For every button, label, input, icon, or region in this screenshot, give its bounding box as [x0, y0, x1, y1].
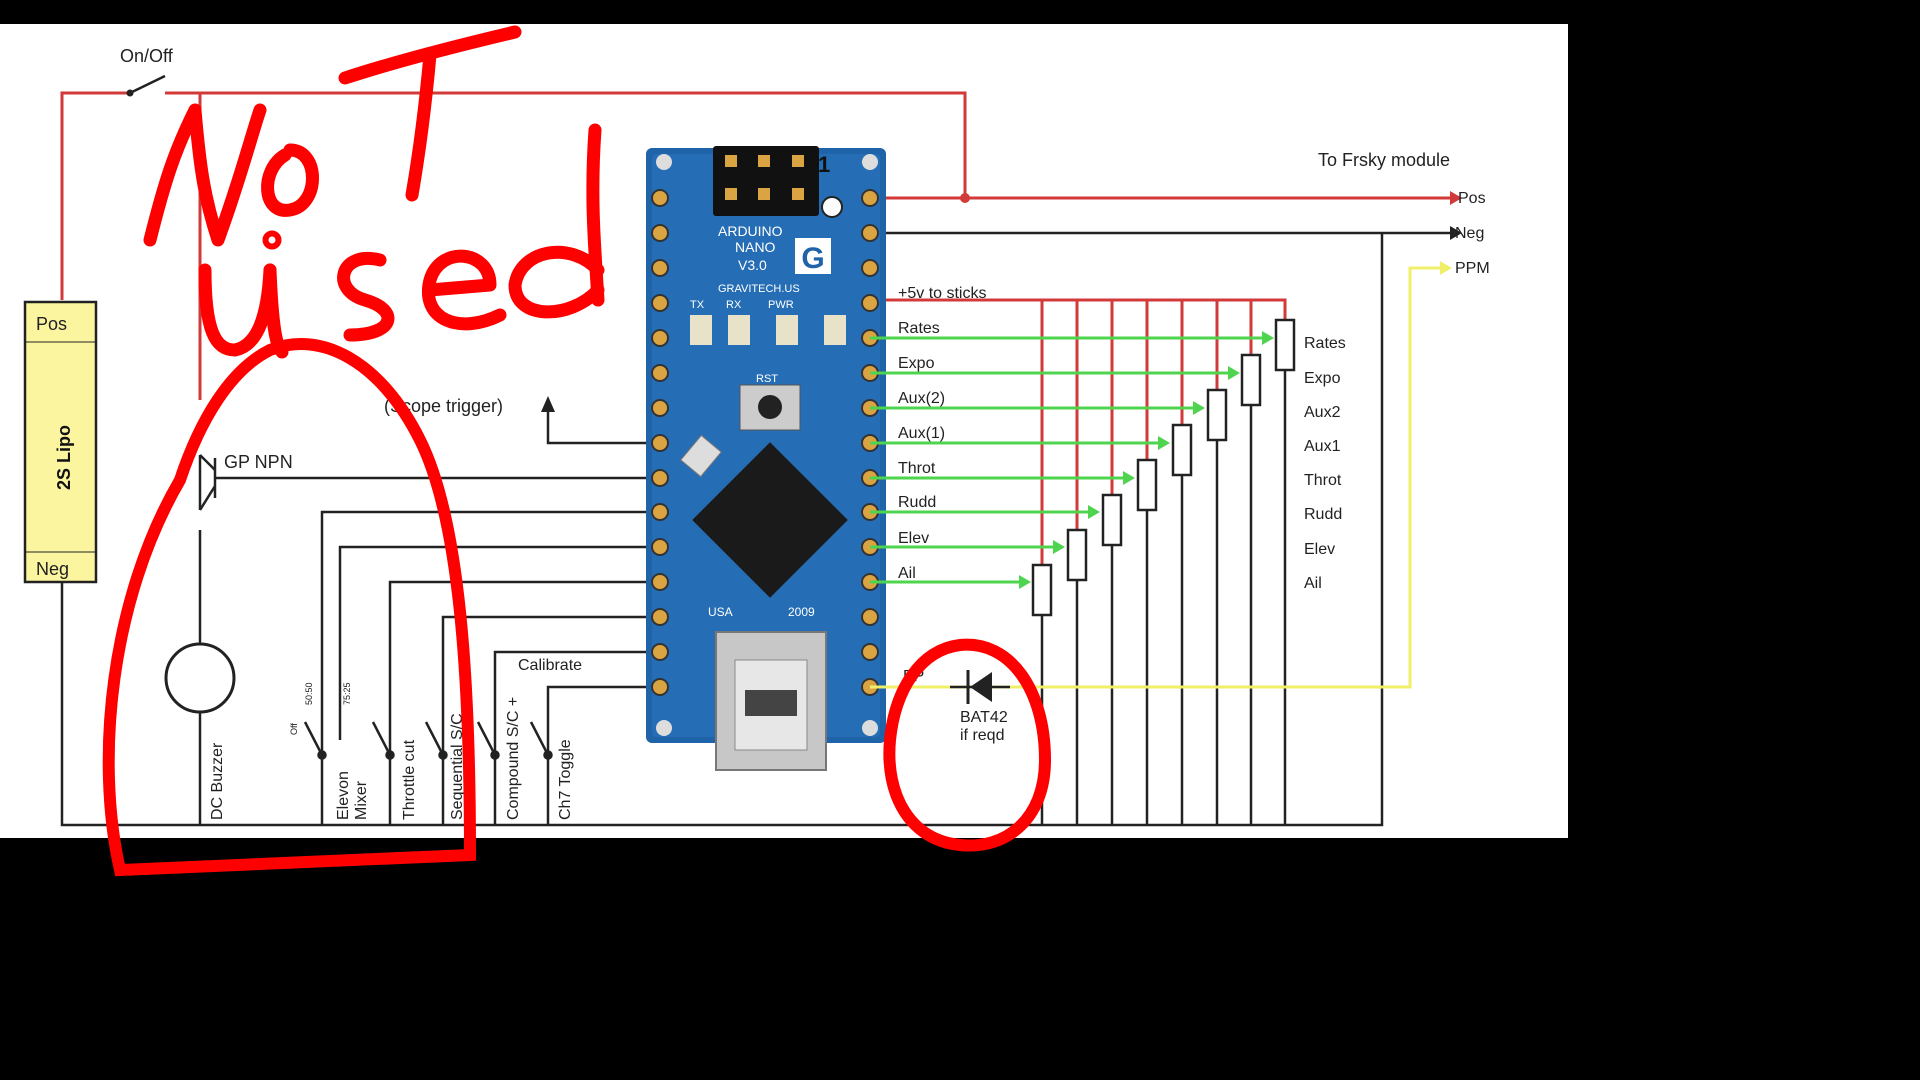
pot-label-throt: Throt: [1304, 472, 1342, 489]
ch-label-elev: Elev: [898, 530, 929, 547]
board-maker: GRAVITECH.US: [718, 283, 800, 295]
throttle-cut-label: Throttle cut: [401, 739, 418, 820]
led-pwr-label: PWR: [768, 299, 794, 311]
calibrate-label: Calibrate: [518, 657, 582, 674]
board-version: V3.0: [738, 257, 767, 273]
ppm-arrow: [1440, 261, 1452, 275]
switch-pos2-label: 75:25: [342, 682, 352, 705]
battery-2s-lipo: [23, 300, 98, 584]
on-off-label: On/Off: [120, 46, 174, 66]
logo-g: G: [801, 242, 824, 275]
frsky-module-label: To Frsky module: [1318, 150, 1450, 170]
ch-label-expo: Expo: [898, 355, 935, 372]
diagram-stage: On/Off Pos Neg 2S Lipo GP NPN DC: [0, 24, 1568, 877]
led-rx-label: RX: [726, 299, 742, 311]
ch7-toggle-label: Ch7 Toggle: [557, 739, 574, 820]
scope-trigger-label: (Scope trigger): [384, 396, 503, 416]
sequential-sc-label: Sequential S/C: [449, 713, 466, 820]
buzzer-symbol: [164, 642, 236, 714]
elevon-label-1: Elevon: [335, 771, 352, 820]
board-name: ARDUINO: [718, 223, 783, 239]
stick-potentiometers: [1031, 318, 1296, 617]
npn-transistor: [198, 454, 217, 511]
pot-label-elev: Elev: [1304, 541, 1335, 558]
pot-label-rates: Rates: [1304, 335, 1346, 352]
ch-label-rudd: Rudd: [898, 494, 936, 511]
pot-label-rudd: Rudd: [1304, 506, 1342, 523]
pot-label-expo: Expo: [1304, 370, 1341, 387]
pos-arrow: [1450, 191, 1462, 205]
ch-label-ail: Ail: [898, 565, 916, 582]
ch-label-throt: Throt: [898, 460, 936, 477]
rst-label: RST: [756, 373, 778, 385]
sticks-supply-label: +5v to sticks: [898, 285, 986, 302]
pot-label-aux2: Aux2: [1304, 404, 1341, 421]
header-pin-one: 1: [818, 152, 830, 177]
compound-sc-label: Compound S/C +: [505, 697, 522, 820]
frsky-pos-label: Pos: [1458, 190, 1486, 207]
diode-label: BAT42: [960, 709, 1008, 726]
annotation-not-used: [143, 25, 605, 359]
pot-label-ail: Ail: [1304, 575, 1322, 592]
board-model: NANO: [735, 239, 776, 255]
annotation-circle-right: [883, 638, 1052, 852]
signal-wires: [870, 336, 1262, 584]
ch-label-aux2: Aux(2): [898, 390, 945, 407]
wiring-diagram: On/Off Pos Neg 2S Lipo GP NPN DC: [0, 24, 1568, 877]
junction-dot: [960, 193, 970, 203]
bat42-diode: [950, 670, 1010, 704]
battery-neg-label: Neg: [36, 559, 69, 579]
switch-off-label: Off: [289, 723, 299, 735]
frsky-ppm-label: PPM: [1455, 260, 1490, 277]
buzzer-label: DC Buzzer: [209, 742, 226, 820]
scope-arrow: [541, 396, 555, 412]
elevon-label-2: Mixer: [353, 780, 370, 820]
signal-arrows: [1019, 331, 1274, 589]
ch-label-rates: Rates: [898, 320, 940, 337]
arduino-nano-board: G: [646, 146, 886, 771]
ground-wires: [60, 231, 1450, 827]
neg-arrow: [1450, 226, 1462, 240]
year-label: 2009: [788, 605, 815, 619]
diode-note: if reqd: [960, 727, 1004, 744]
transistor-label: GP NPN: [224, 452, 293, 472]
battery-pos-label: Pos: [36, 314, 67, 334]
battery-type-label: 2S Lipo: [54, 425, 74, 490]
annotation-circle-left: [102, 338, 477, 877]
switch-pos1-label: 50:50: [304, 682, 314, 705]
led-tx-label: TX: [690, 299, 705, 311]
ppm-wire: [870, 266, 1440, 689]
on-off-switch: [126, 74, 166, 97]
usa-label: USA: [708, 605, 733, 619]
pot-label-aux1: Aux1: [1304, 438, 1341, 455]
ch-label-aux1: Aux(1): [898, 425, 945, 442]
frsky-neg-label: Neg: [1455, 225, 1484, 242]
bottom-switches: [303, 721, 553, 825]
left-pin-header: [651, 189, 669, 696]
